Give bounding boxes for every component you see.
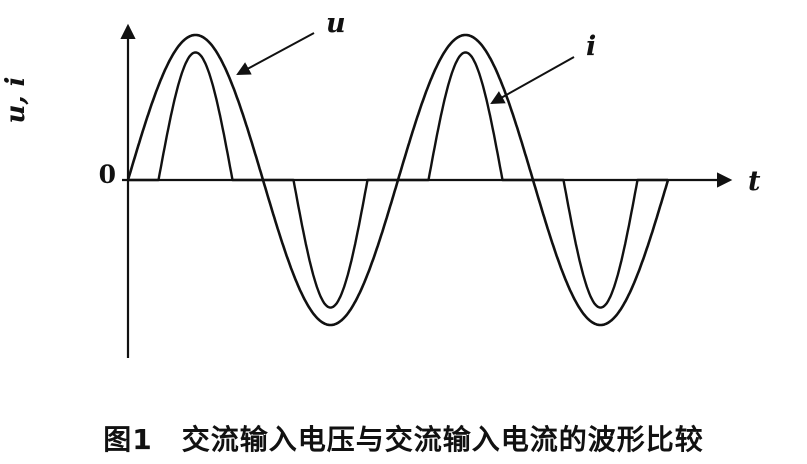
origin-label: 0 [99,160,116,189]
u-annotation-arrow [236,32,315,75]
u-label: u [326,8,346,39]
y-axis-label: u, i [1,77,31,124]
waveform-figure: u i t 0 u, i [1,8,761,358]
i-curve [128,51,668,309]
figure-caption: 图1 交流输入电压与交流输入电流的波形比较 [103,423,704,456]
i-annotation-arrow [490,56,575,105]
x-axis-label: t [748,166,761,197]
i-label: i [586,31,596,62]
